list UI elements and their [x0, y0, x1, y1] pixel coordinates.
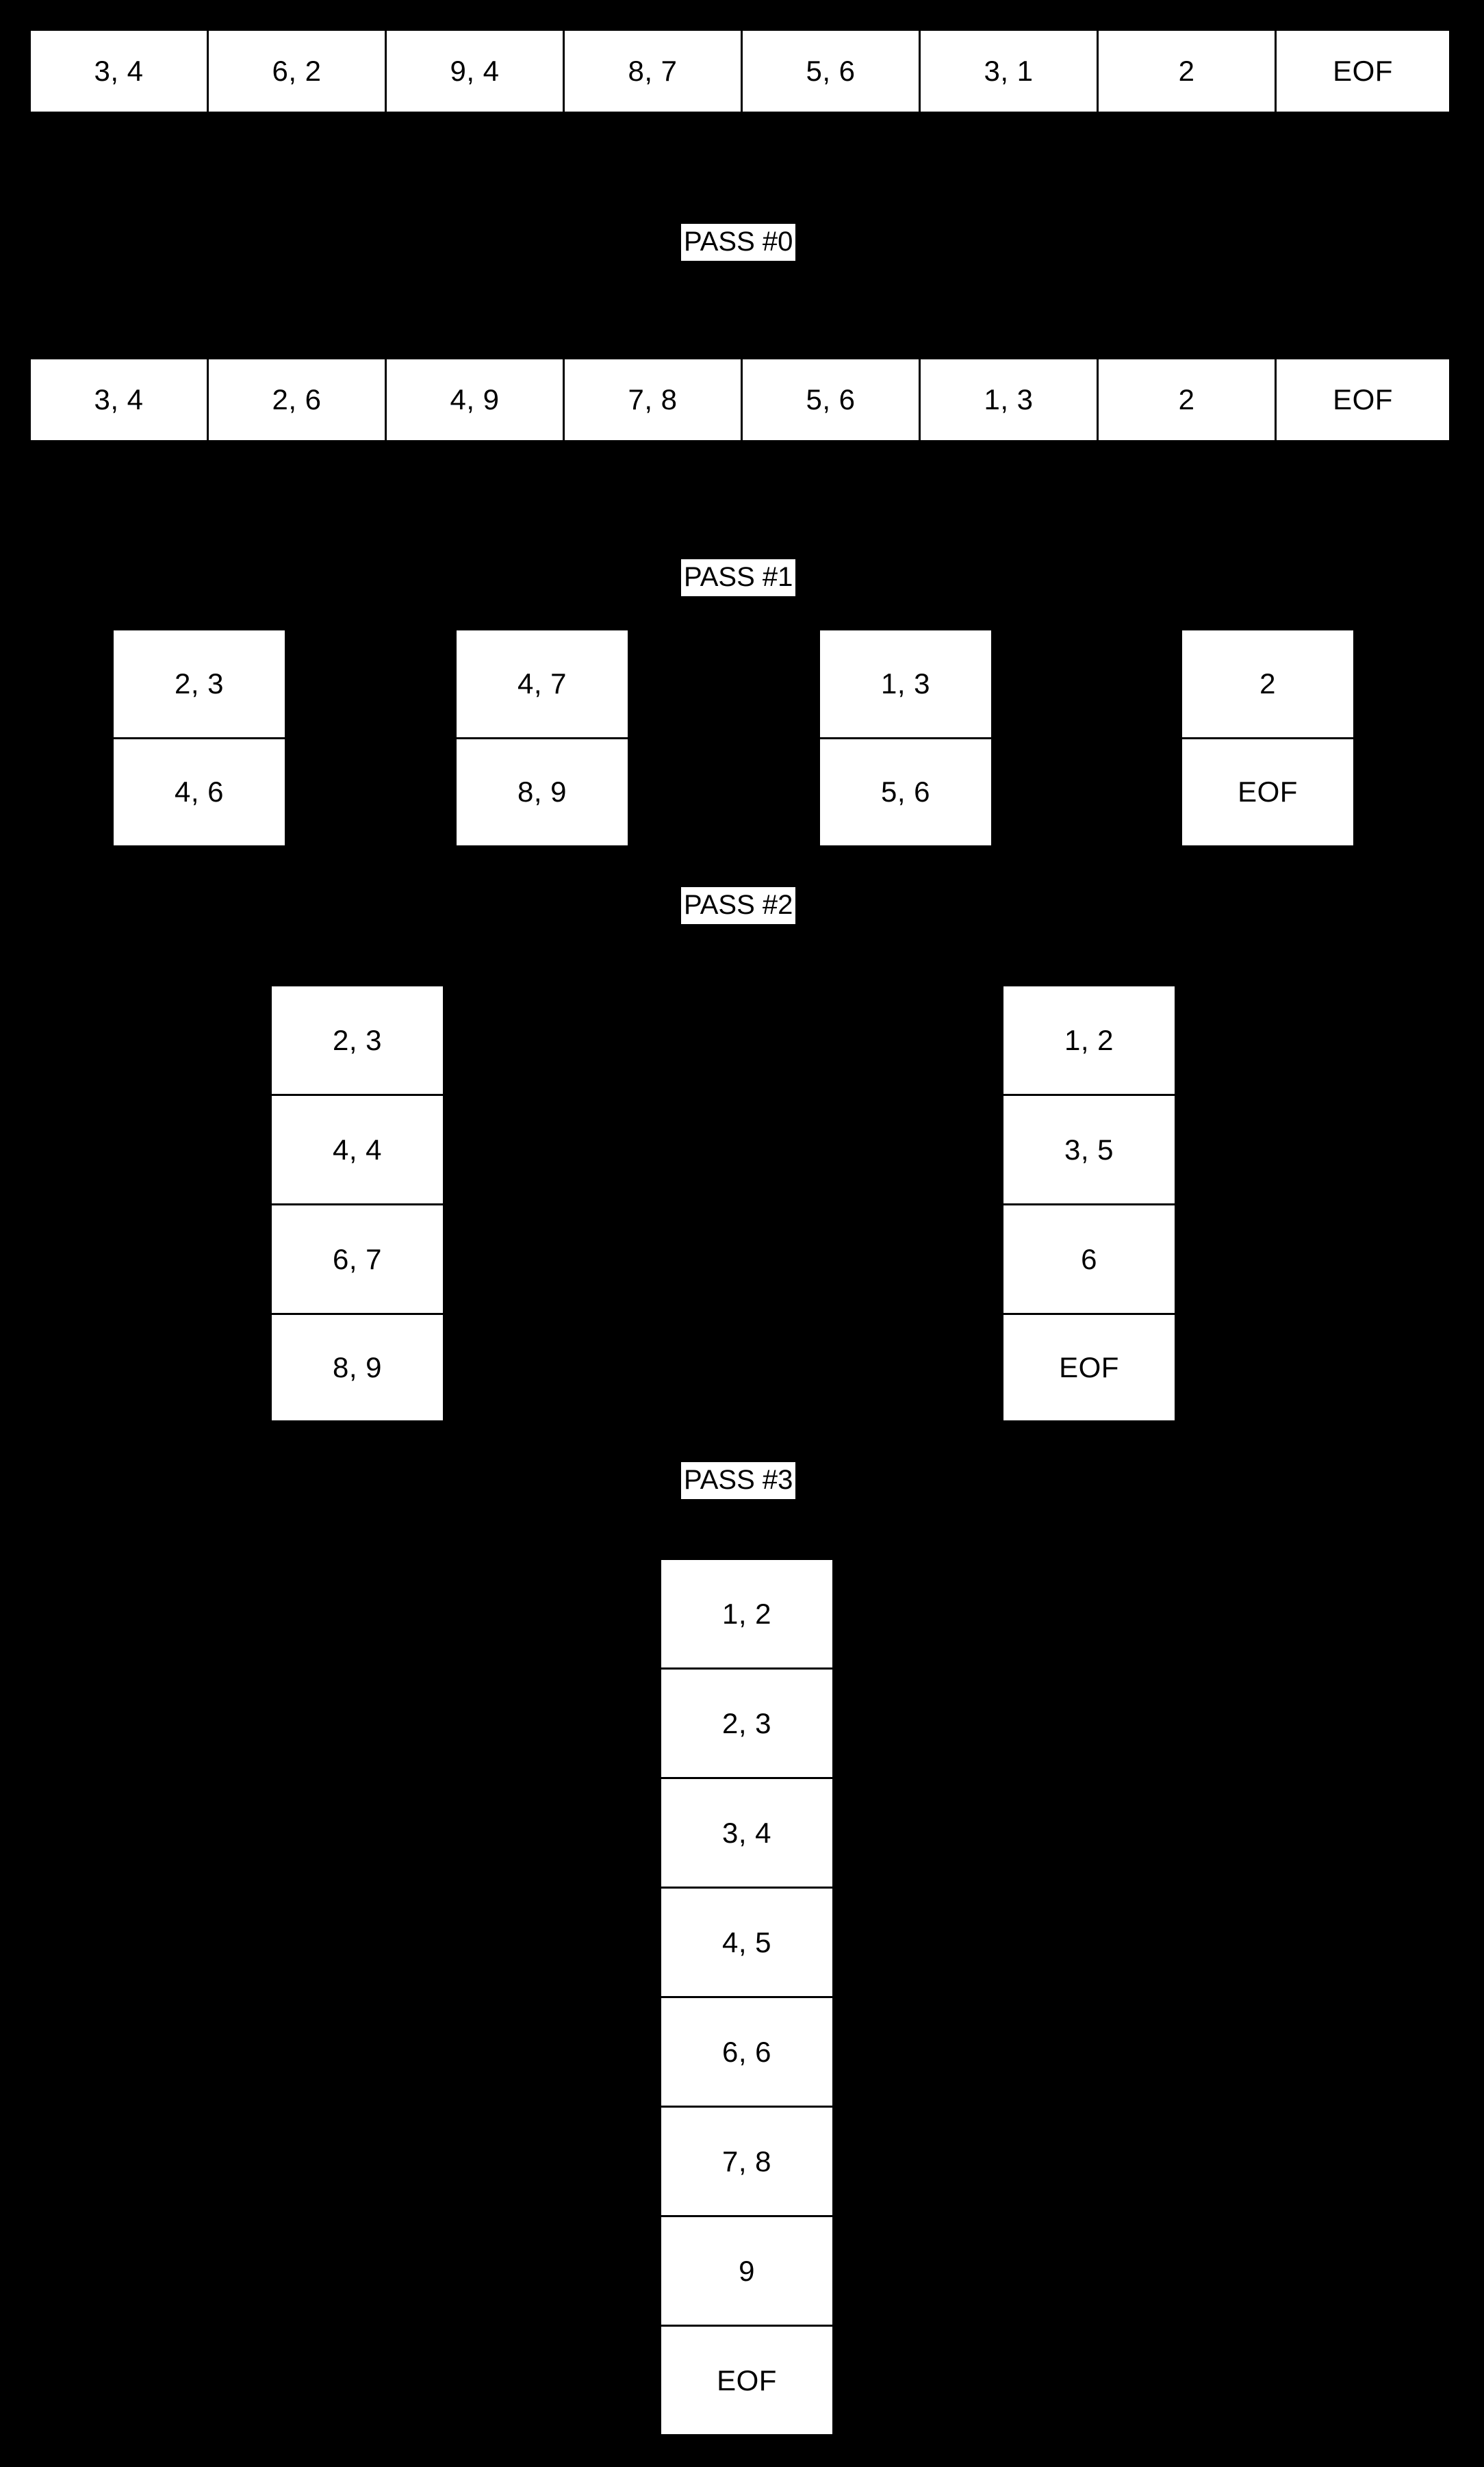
run-cell: 3, 5	[1003, 1096, 1175, 1205]
run-cell: 5, 6	[820, 739, 991, 845]
run-cell: 4, 4	[272, 1096, 443, 1205]
run-cell: 7, 8	[661, 2108, 832, 2217]
pass2-run-column: 1, 2 3, 5 6 EOF	[1001, 984, 1177, 1422]
run-cell: 8, 9	[272, 1315, 443, 1420]
pass3-run-column: 1, 2 2, 3 3, 4 4, 5 6, 6 7, 8 9 EOF	[659, 1558, 834, 2436]
run-cell: 4, 6	[114, 739, 285, 845]
run-cell: 2	[1099, 31, 1277, 112]
run-cell: 3, 4	[31, 31, 209, 112]
pass-label-0: PASS #0	[681, 224, 796, 261]
run-cell: 2	[1099, 359, 1277, 440]
run-cell: 2, 3	[272, 986, 443, 1096]
run-cell: 2, 3	[661, 1670, 832, 1779]
run-cell: 4, 9	[387, 359, 565, 440]
pass1-run-column: 4, 7 8, 9	[455, 628, 630, 847]
run-cell: 8, 7	[565, 31, 743, 112]
run-cell: 5, 6	[743, 31, 921, 112]
run-cell: 1, 3	[921, 359, 1099, 440]
run-cell: 6, 6	[661, 1998, 832, 2108]
run-cell: 2	[1182, 630, 1353, 739]
initial-run-row: 3, 4 6, 2 9, 4 8, 7 5, 6 3, 1 2 EOF	[29, 29, 1451, 114]
pass1-run-column: 2, 3 4, 6	[112, 628, 287, 847]
run-cell: 4, 5	[661, 1889, 832, 1998]
run-cell: EOF	[1003, 1315, 1175, 1420]
pass-label-1: PASS #1	[681, 559, 796, 596]
run-cell: 8, 9	[457, 739, 628, 845]
pass1-run-column: 2 EOF	[1180, 628, 1355, 847]
run-cell: 4, 7	[457, 630, 628, 739]
run-cell: 6, 7	[272, 1205, 443, 1315]
run-cell: 7, 8	[565, 359, 743, 440]
run-cell: 2, 6	[209, 359, 387, 440]
run-cell: EOF	[1277, 359, 1449, 440]
run-cell: EOF	[1182, 739, 1353, 845]
pass1-run-column: 1, 3 5, 6	[818, 628, 993, 847]
run-cell: 5, 6	[743, 359, 921, 440]
run-cell: 6, 2	[209, 31, 387, 112]
run-cell: 6	[1003, 1205, 1175, 1315]
pass0-run-row: 3, 4 2, 6 4, 9 7, 8 5, 6 1, 3 2 EOF	[29, 357, 1451, 442]
pass2-run-column: 2, 3 4, 4 6, 7 8, 9	[270, 984, 445, 1422]
run-cell: EOF	[1277, 31, 1449, 112]
run-cell: EOF	[661, 2327, 832, 2434]
pass-label-2: PASS #2	[681, 887, 796, 924]
run-cell: 1, 3	[820, 630, 991, 739]
run-cell: 1, 2	[661, 1560, 832, 1670]
run-cell: 9	[661, 2217, 832, 2327]
run-cell: 3, 4	[661, 1779, 832, 1889]
run-cell: 3, 1	[921, 31, 1099, 112]
run-cell: 2, 3	[114, 630, 285, 739]
pass-label-3: PASS #3	[681, 1462, 796, 1499]
run-cell: 3, 4	[31, 359, 209, 440]
run-cell: 9, 4	[387, 31, 565, 112]
run-cell: 1, 2	[1003, 986, 1175, 1096]
